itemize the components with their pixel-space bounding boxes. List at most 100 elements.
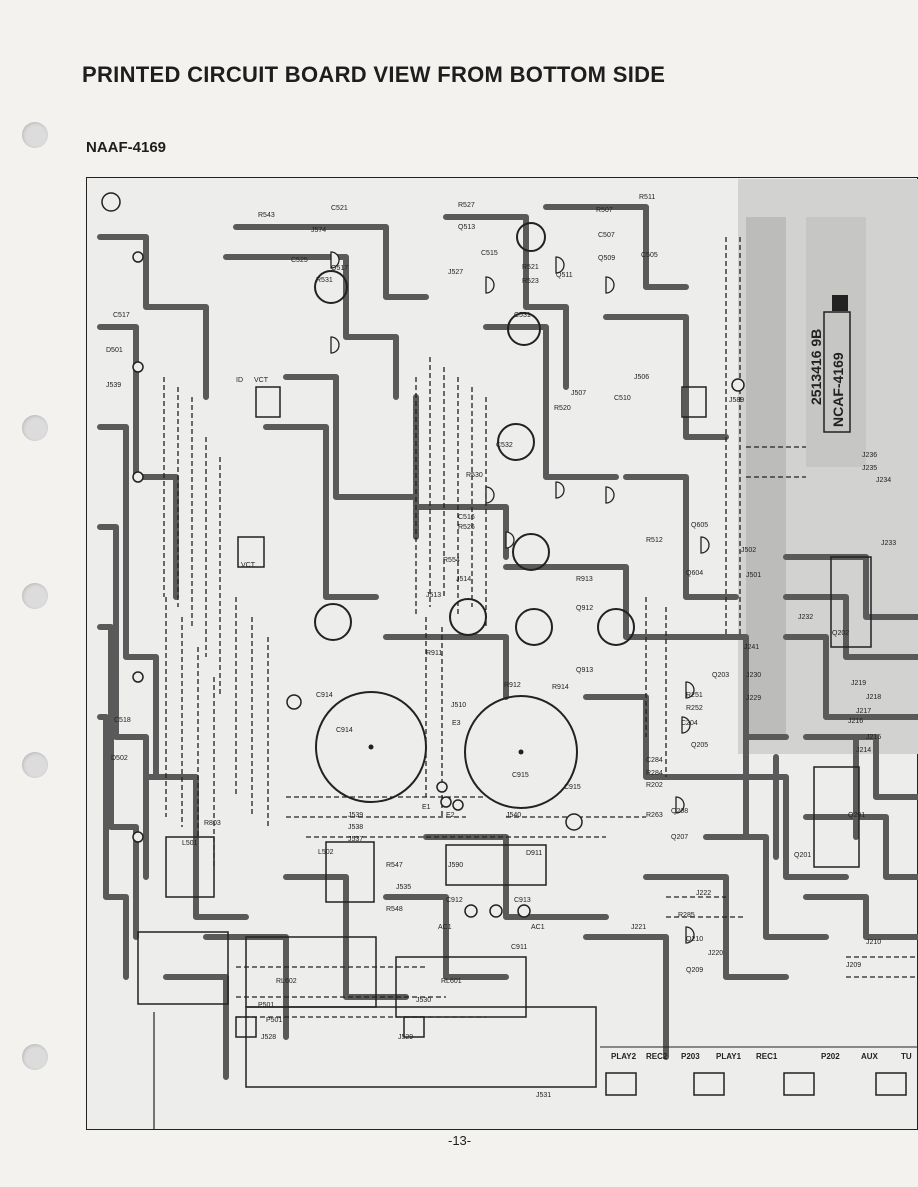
svg-text:J530: J530 — [416, 997, 431, 1004]
svg-text:J236: J236 — [862, 452, 877, 459]
connector-row: PLAY2 REC2 P203 PLAY1 REC1 P202 AUX TU — [235, 1016, 918, 1096]
binder-hole — [22, 583, 48, 609]
svg-text:RL602: RL602 — [276, 978, 297, 985]
svg-text:E3: E3 — [452, 720, 461, 727]
svg-text:R911: R911 — [426, 650, 442, 657]
svg-text:R912: R912 — [504, 682, 521, 689]
svg-text:J222: J222 — [696, 890, 711, 897]
svg-text:J535: J535 — [396, 884, 411, 891]
svg-text:Q205: Q205 — [691, 742, 708, 749]
board-vertical-marking: NCAF-4169 — [830, 352, 846, 427]
svg-text:J513: J513 — [426, 592, 441, 599]
page-title: PRINTED CIRCUIT BOARD VIEW FROM BOTTOM S… — [82, 62, 666, 87]
svg-text:R554: R554 — [443, 557, 460, 564]
transistors — [330, 251, 710, 944]
svg-text:J218: J218 — [866, 694, 881, 701]
svg-text:J527: J527 — [448, 269, 463, 276]
connector-label: TU — [901, 1052, 912, 1061]
svg-text:R526: R526 — [458, 524, 475, 531]
svg-text:R914: R914 — [552, 684, 569, 691]
svg-text:J235: J235 — [862, 465, 877, 472]
svg-text:R527: R527 — [458, 202, 475, 209]
svg-text:Q201: Q201 — [848, 812, 865, 819]
svg-text:J507: J507 — [571, 390, 586, 397]
svg-text:Q604: Q604 — [686, 570, 703, 577]
svg-text:D501: D501 — [106, 347, 123, 354]
svg-text:P501: P501 — [266, 1017, 282, 1024]
svg-text:R263: R263 — [646, 812, 663, 819]
svg-text:J209: J209 — [846, 962, 861, 969]
svg-text:J540: J540 — [506, 812, 521, 819]
svg-text:Q513: Q513 — [458, 224, 475, 231]
svg-text:C517: C517 — [113, 312, 130, 319]
svg-text:D911: D911 — [526, 850, 542, 857]
svg-text:J514: J514 — [456, 576, 471, 583]
svg-text:C518: C518 — [114, 717, 131, 724]
binder-hole — [22, 415, 48, 441]
svg-text:C914: C914 — [316, 692, 333, 699]
svg-text:L502: L502 — [318, 849, 334, 856]
svg-text:R520: R520 — [554, 405, 571, 412]
capacitor-centers — [368, 744, 524, 755]
svg-text:J539: J539 — [348, 812, 363, 819]
svg-text:Q209: Q209 — [686, 967, 703, 974]
svg-text:R547: R547 — [386, 862, 403, 869]
svg-text:R507: R507 — [596, 207, 613, 214]
svg-text:J538: J538 — [348, 824, 363, 831]
svg-text:P501: P501 — [258, 1002, 274, 1009]
svg-text:R512: R512 — [646, 537, 663, 544]
svg-text:J537: J537 — [348, 836, 363, 843]
svg-text:R913: R913 — [576, 576, 593, 583]
svg-text:R543: R543 — [258, 212, 275, 219]
svg-text:R803: R803 — [204, 820, 221, 827]
svg-text:VCT: VCT — [241, 562, 256, 569]
connector-label: AUX — [861, 1052, 879, 1061]
board-id-label: NAAF-4169 — [86, 139, 167, 156]
svg-text:Q208: Q208 — [671, 808, 688, 815]
svg-text:C532: C532 — [496, 442, 513, 449]
svg-text:J220: J220 — [708, 950, 723, 957]
svg-text:RL601: RL601 — [441, 978, 462, 985]
page-number: -13- — [448, 1133, 472, 1148]
svg-text:C204: C204 — [681, 720, 698, 727]
svg-text:R285: R285 — [678, 912, 695, 919]
relays-and-modules — [137, 386, 872, 1088]
svg-text:Q509: Q509 — [598, 255, 615, 262]
svg-text:C521: C521 — [331, 205, 348, 212]
svg-text:J502: J502 — [741, 547, 756, 554]
board-part-number: 2513416 9B — [808, 329, 824, 405]
binder-hole — [22, 122, 48, 148]
svg-text:J230: J230 — [746, 672, 761, 679]
svg-text:R511: R511 — [639, 194, 655, 201]
svg-text:R530: R530 — [466, 472, 483, 479]
svg-text:J241: J241 — [744, 644, 759, 651]
connector-label: REC1 — [756, 1052, 778, 1061]
svg-text:C915: C915 — [512, 772, 529, 779]
solder-pads — [101, 192, 745, 918]
svg-text:C913: C913 — [514, 897, 531, 904]
svg-text:J210: J210 — [866, 939, 881, 946]
svg-text:C510: C510 — [614, 395, 631, 402]
svg-text:J589: J589 — [729, 397, 744, 404]
svg-text:C516: C516 — [458, 514, 475, 521]
connector-label: P202 — [821, 1052, 840, 1061]
svg-text:VCT: VCT — [254, 377, 269, 384]
svg-text:Q511: Q511 — [556, 272, 573, 279]
svg-text:E1: E1 — [422, 804, 431, 811]
svg-text:J539: J539 — [106, 382, 121, 389]
svg-text:Q913: Q913 — [576, 667, 593, 674]
svg-text:C525: C525 — [291, 257, 308, 264]
connector-label: P203 — [681, 1052, 700, 1061]
svg-text:AC1: AC1 — [438, 924, 452, 931]
svg-text:J574: J574 — [311, 227, 326, 234]
board-marking: NCAF-4169 2513416 9B — [808, 295, 851, 433]
svg-text:C915: C915 — [564, 784, 581, 791]
svg-text:R252: R252 — [686, 705, 703, 712]
svg-text:C914: C914 — [336, 727, 353, 734]
connector-label: PLAY2 — [611, 1052, 637, 1061]
binder-hole — [22, 1044, 48, 1070]
svg-text:C505: C505 — [641, 252, 658, 259]
svg-text:Q605: Q605 — [691, 522, 708, 529]
